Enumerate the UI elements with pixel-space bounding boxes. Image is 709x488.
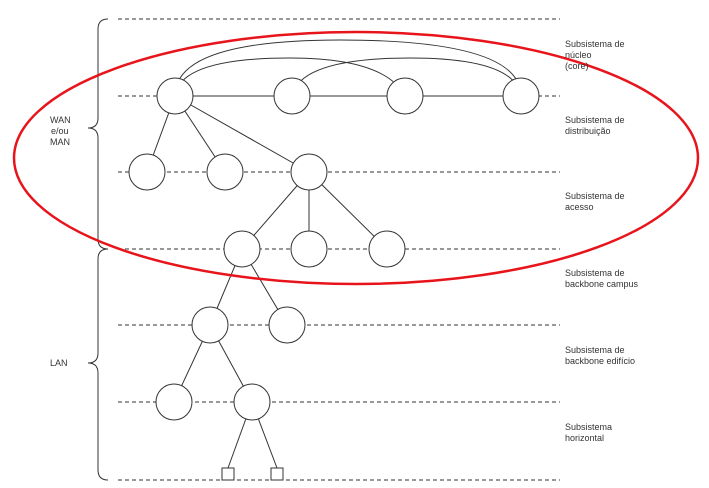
core-node xyxy=(503,78,539,114)
core-node xyxy=(274,78,310,114)
access-node xyxy=(369,231,405,267)
layer-label-distribution: Subsistema de distribuição xyxy=(565,115,627,136)
distribution-nodes xyxy=(129,154,327,190)
campus-nodes xyxy=(192,307,305,343)
layer-label-access: Subsistema de acesso xyxy=(565,191,627,212)
endpoint-square xyxy=(222,468,234,480)
layer-label-core: Subsistema de núcleo (core) xyxy=(565,39,627,71)
building-backbone-node xyxy=(234,384,270,420)
campus-backbone-node xyxy=(192,307,228,343)
access-node xyxy=(224,231,260,267)
core-mesh-links xyxy=(175,40,521,96)
wan-label: WAN e/ou MAN xyxy=(50,115,73,147)
core-node xyxy=(387,78,423,114)
lan-brace xyxy=(88,249,108,480)
wan-man-highlight-ellipse xyxy=(14,32,698,284)
access-node xyxy=(291,231,327,267)
distribution-node xyxy=(291,154,327,190)
campus-backbone-node xyxy=(269,307,305,343)
building-backbone-node xyxy=(156,384,192,420)
endpoint-square xyxy=(271,468,283,480)
distribution-node xyxy=(129,154,165,190)
access-nodes xyxy=(224,231,405,267)
wan-brace xyxy=(88,19,108,249)
horizontal-endpoints xyxy=(222,468,283,480)
layer-label-horizontal: Subsistema horizontal xyxy=(565,422,615,443)
layer-label-building-backbone: Subsistema de backbone edifício xyxy=(565,345,635,366)
core-arc-outer xyxy=(175,40,521,96)
lan-label: LAN xyxy=(50,358,68,368)
core-node xyxy=(157,78,193,114)
layer-label-campus-backbone: Subsistema de backbone campus xyxy=(565,268,639,289)
distribution-node xyxy=(207,154,243,190)
